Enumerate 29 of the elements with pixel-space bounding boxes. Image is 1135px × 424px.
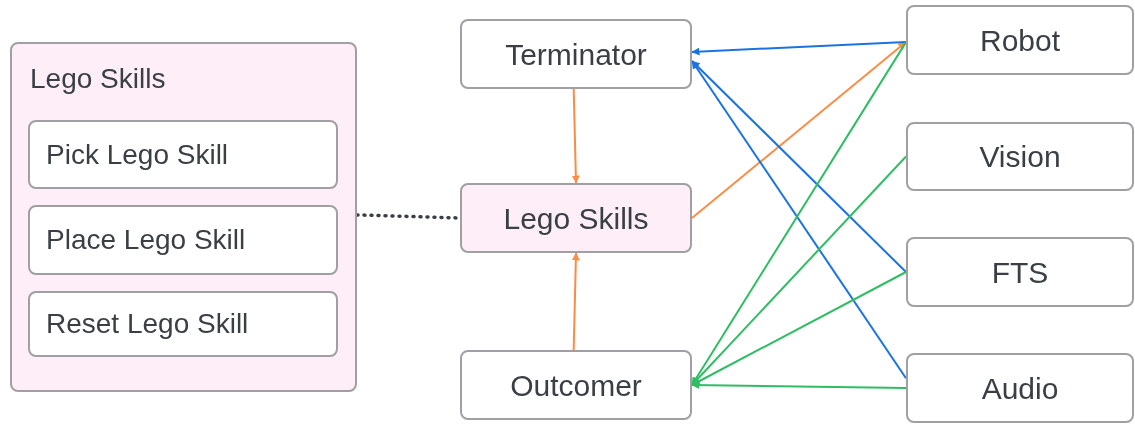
box-label: Outcomer [510,367,642,404]
box-label: Pick Lego Skill [45,137,230,172]
arrow [691,41,907,56]
process-box [906,5,1134,75]
group-panel [10,42,357,392]
arrow [691,155,907,386]
arrow [691,381,907,390]
box-label: Terminator [505,36,647,73]
arrow [571,88,580,184]
arrow [571,252,580,351]
arrow [691,41,907,219]
process-box [28,120,338,189]
process-box [460,19,692,89]
box-label: Audio [981,370,1059,407]
box-label: Vision [979,139,1061,175]
box-label: Robot [979,22,1061,59]
process-box [906,353,1134,423]
process-box [460,183,692,253]
group-title: Lego Skills [30,62,166,96]
process-box [28,205,338,275]
box-label: Place Lego Skill [45,223,247,257]
process-box [906,237,1134,307]
process-box [28,291,338,357]
box-label: FTS [991,254,1049,291]
box-label: Reset Lego Skill [45,307,250,341]
process-box [906,122,1134,191]
process-box [460,350,692,420]
box-label: Lego Skills [503,200,649,237]
arrow [691,60,907,273]
